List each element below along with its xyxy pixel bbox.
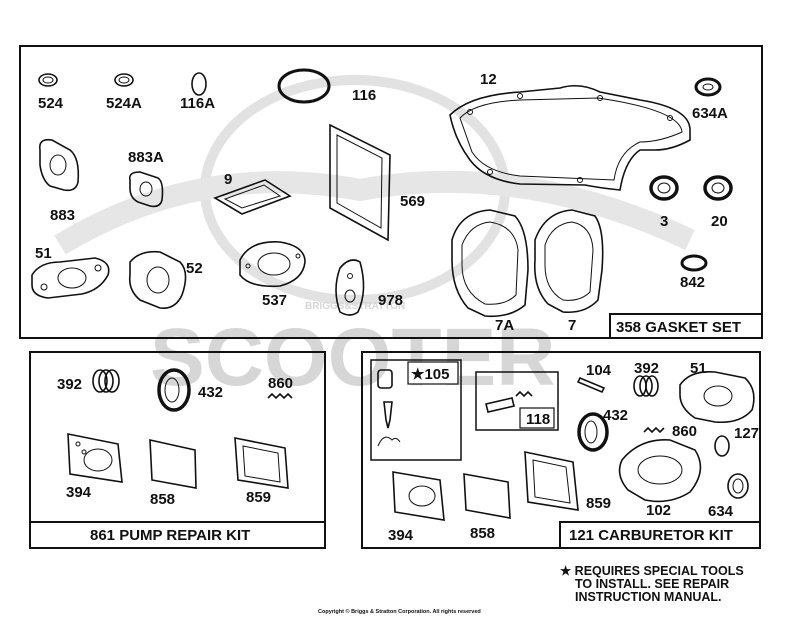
part-carb-392-spring — [633, 375, 659, 397]
label-20: 20 — [711, 213, 728, 230]
label-634: 634 — [708, 503, 734, 520]
part-104-pin — [576, 376, 606, 394]
part-pump-394-gasket — [67, 433, 123, 483]
part-537-exhaust-gasket — [239, 241, 306, 288]
label-104: 104 — [586, 362, 612, 379]
watermark-text: SCOOTER — [150, 312, 555, 403]
label-3: 3 — [660, 213, 668, 230]
label-102: 102 — [646, 502, 671, 519]
label-51: 51 — [35, 245, 52, 262]
label-116: 116 — [352, 87, 376, 104]
pump-kit-title: 861 PUMP REPAIR KIT — [90, 527, 250, 544]
part-carb-858-diaphragm — [463, 473, 511, 519]
part-883-intake-gasket — [38, 138, 80, 192]
label-carb-432: 432 — [603, 407, 628, 424]
label-7a: 7A — [495, 317, 514, 334]
copyright: Copyright © Briggs & Stratton Corporatio… — [318, 608, 481, 615]
carb-sub-box-118 — [475, 371, 559, 431]
label-pump-392: 392 — [57, 376, 82, 393]
part-569-valve-cover-gasket — [329, 123, 391, 242]
part-105-needle-valve — [377, 369, 401, 447]
label-118: 118 — [526, 411, 550, 428]
label-carb-392: 392 — [634, 360, 659, 377]
label-9: 9 — [224, 171, 232, 188]
label-883: 883 — [50, 207, 75, 224]
label-carb-394: 394 — [388, 527, 414, 544]
part-116a-oring — [191, 72, 207, 96]
part-9-breather-gasket — [213, 179, 292, 215]
part-634-seal — [727, 473, 749, 499]
pump-kit-panel — [29, 351, 326, 549]
label-105: ★105 — [411, 366, 449, 383]
part-7a-head-gasket — [451, 209, 529, 318]
part-51-carb-gasket — [31, 257, 110, 299]
part-842-oring — [680, 254, 708, 272]
part-carb-51-gasket — [679, 370, 755, 424]
part-634a-seal — [694, 77, 722, 97]
gasket-set-panel — [19, 45, 763, 339]
part-883a-gasket — [128, 171, 164, 208]
label-pump-858: 858 — [150, 491, 175, 508]
note-line-1: ★ REQUIRES SPECIAL TOOLS — [560, 564, 744, 578]
part-12-crankcase-gasket — [449, 84, 691, 191]
part-524a-oring — [114, 73, 134, 87]
part-carb-859-gasket — [524, 451, 579, 511]
label-52: 52 — [186, 260, 203, 277]
part-carb-394-gasket — [392, 471, 445, 521]
label-116a: 116A — [180, 95, 215, 112]
label-carb-858: 858 — [470, 525, 495, 542]
label-537: 537 — [262, 292, 287, 309]
part-20-oil-seal — [703, 175, 733, 201]
watermark-small-text: BRIGGS&STRATTON — [305, 301, 405, 312]
gasket-set-title: 358 GASKET SET — [616, 319, 741, 336]
label-524a: 524A — [106, 95, 142, 112]
watermark: SCOOTER BRIGGS&STRATTON — [54, 75, 695, 403]
label-carb-859: 859 — [586, 495, 611, 512]
label-883a: 883A — [128, 149, 164, 166]
carb-sub-box-105-label-box — [407, 361, 459, 385]
part-carb-860-spring — [643, 426, 665, 434]
label-127: 127 — [734, 425, 759, 442]
label-524: 524 — [38, 95, 64, 112]
carb-kit-title-box — [559, 521, 761, 549]
carb-sub-box-105 — [370, 359, 462, 461]
part-pump-859-gasket — [234, 437, 289, 489]
part-pump-432-cup — [157, 368, 191, 412]
part-pump-858-diaphragm — [149, 438, 197, 489]
label-7: 7 — [568, 317, 576, 334]
label-carb-860: 860 — [672, 423, 697, 440]
part-7-head-gasket — [533, 209, 604, 314]
carb-kit-title: 121 CARBURETOR KIT — [569, 527, 733, 544]
part-524-oring — [38, 73, 58, 87]
part-3-oil-seal — [649, 175, 679, 201]
gasket-set-title-box — [609, 313, 763, 339]
label-pump-859: 859 — [246, 489, 271, 506]
carb-sub-box-118-label-box — [519, 407, 555, 429]
label-pump-860: 860 — [268, 375, 293, 392]
part-52-spacer-gasket — [128, 250, 187, 310]
part-pump-860-spring — [267, 392, 293, 400]
part-118-mixture-screw — [485, 390, 533, 413]
label-12: 12 — [480, 71, 497, 88]
note-line-3: INSTRUCTION MANUAL. — [575, 590, 722, 604]
part-978-gasket — [335, 259, 365, 316]
label-569: 569 — [400, 193, 425, 210]
label-pump-394: 394 — [66, 484, 92, 501]
label-978: 978 — [378, 292, 403, 309]
part-carb-432-cup — [577, 412, 609, 452]
part-392-spring — [92, 369, 120, 393]
label-carb-51: 51 — [690, 360, 707, 377]
label-634a: 634A — [692, 105, 728, 122]
part-102-diaphragm — [618, 439, 702, 503]
label-842: 842 — [680, 274, 705, 291]
note-line-2: TO INSTALL. SEE REPAIR — [575, 577, 729, 591]
part-116-oring — [277, 68, 331, 104]
label-pump-432: 432 — [198, 384, 223, 401]
part-127-plug — [714, 435, 730, 457]
